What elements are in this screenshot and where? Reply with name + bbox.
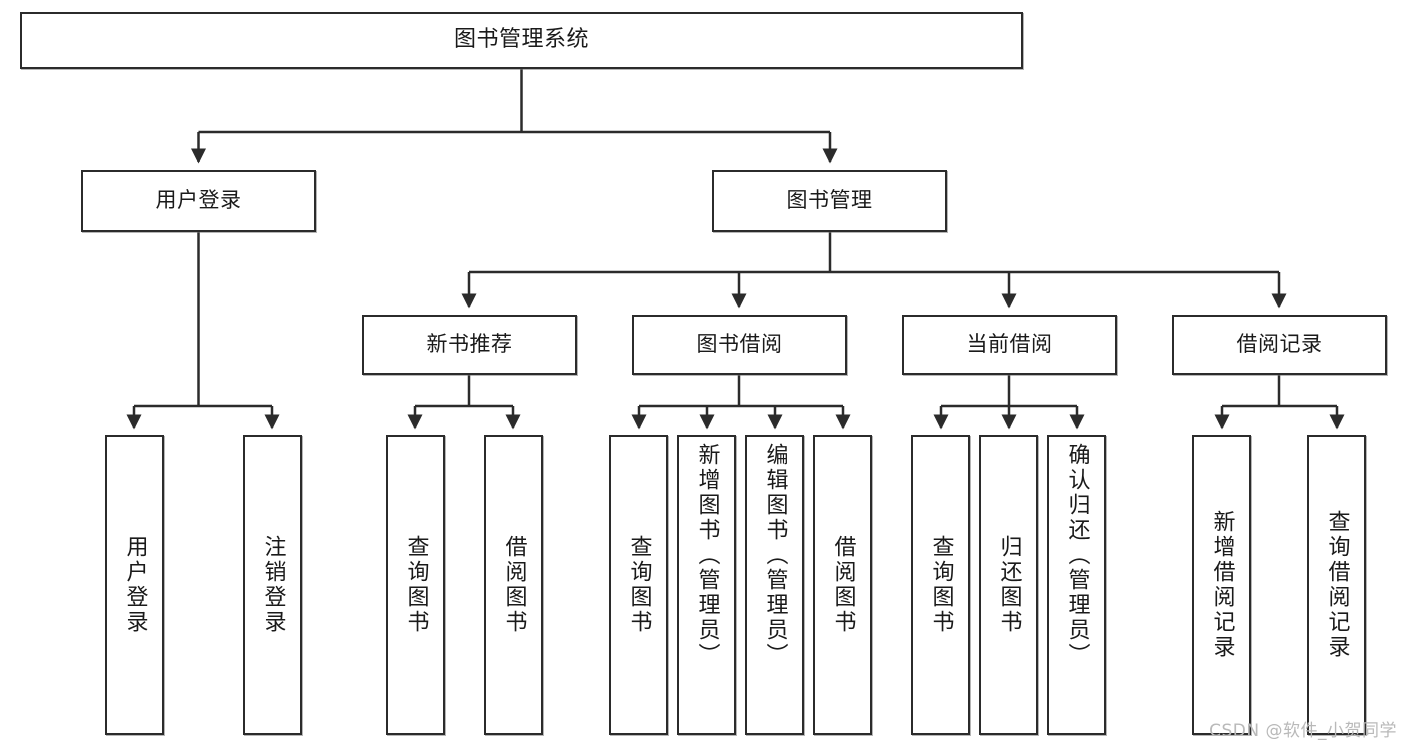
node-label: 查询借阅记录 <box>1324 510 1350 660</box>
node-label: 归还图书 <box>996 535 1022 635</box>
node-label: 确认归还（管理员） <box>1064 443 1090 668</box>
node-root-book-management-system[interactable]: 图书管理系统 <box>20 12 1023 69</box>
node-label: 注销登录 <box>260 535 286 635</box>
leaf-borrow-record-query[interactable]: 查询借阅记录 <box>1307 435 1366 735</box>
leaf-current-borrow-return[interactable]: 归还图书 <box>979 435 1038 735</box>
leaf-book-borrow-borrow[interactable]: 借阅图书 <box>813 435 872 735</box>
leaf-borrow-record-add[interactable]: 新增借阅记录 <box>1192 435 1251 735</box>
node-user-login[interactable]: 用户登录 <box>81 170 316 232</box>
node-label: 借阅记录 <box>1236 332 1323 357</box>
node-new-book-recommend[interactable]: 新书推荐 <box>362 315 577 375</box>
leaf-current-borrow-confirm-return-admin[interactable]: 确认归还（管理员） <box>1047 435 1106 735</box>
node-label: 查询图书 <box>626 535 652 635</box>
leaf-new-book-borrow[interactable]: 借阅图书 <box>484 435 543 735</box>
node-label: 新增图书（管理员） <box>694 443 720 668</box>
node-label: 用户登录 <box>155 188 242 213</box>
node-label: 当前借阅 <box>966 332 1053 357</box>
leaf-book-borrow-query[interactable]: 查询图书 <box>609 435 668 735</box>
node-label: 查询图书 <box>928 535 954 635</box>
leaf-user-login-logout[interactable]: 注销登录 <box>243 435 302 735</box>
node-label: 编辑图书（管理员） <box>762 443 788 668</box>
node-current-borrow[interactable]: 当前借阅 <box>902 315 1117 375</box>
leaf-book-borrow-add-admin[interactable]: 新增图书（管理员） <box>677 435 736 735</box>
node-label: 图书借阅 <box>696 332 783 357</box>
node-label: 新书推荐 <box>426 332 513 357</box>
leaf-book-borrow-edit-admin[interactable]: 编辑图书（管理员） <box>745 435 804 735</box>
leaf-new-book-query[interactable]: 查询图书 <box>386 435 445 735</box>
node-label: 新增借阅记录 <box>1209 510 1235 660</box>
leaf-user-login-login[interactable]: 用户登录 <box>105 435 164 735</box>
node-label: 图书管理 <box>786 188 873 213</box>
node-book-borrow[interactable]: 图书借阅 <box>632 315 847 375</box>
node-borrow-record[interactable]: 借阅记录 <box>1172 315 1387 375</box>
node-label: 用户登录 <box>122 535 148 635</box>
node-label: 查询图书 <box>403 535 429 635</box>
leaf-current-borrow-query[interactable]: 查询图书 <box>911 435 970 735</box>
csdn-watermark: CSDN @软件_小贺同学 <box>1209 721 1397 741</box>
node-book-management[interactable]: 图书管理 <box>712 170 947 232</box>
node-label: 借阅图书 <box>501 535 527 635</box>
node-label: 图书管理系统 <box>453 27 589 53</box>
node-label: 借阅图书 <box>830 535 856 635</box>
